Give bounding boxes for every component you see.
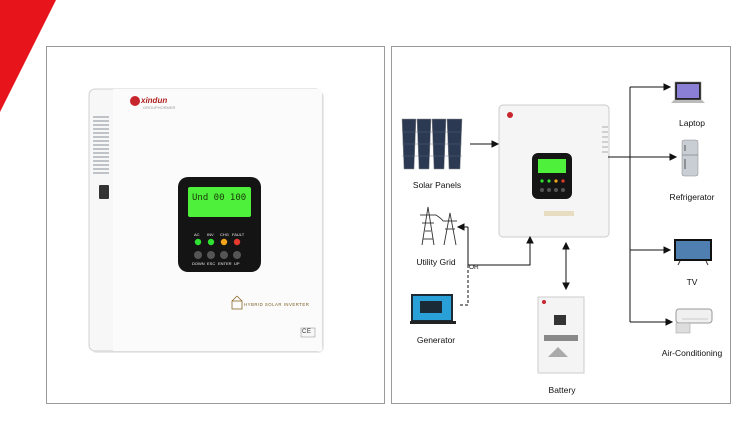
indicator-label-inv: INV: [207, 232, 214, 237]
inverter-icon: [498, 104, 610, 238]
solar-panels-icon: [401, 118, 463, 170]
generator-icon: [410, 294, 456, 324]
system-diagram-panel: Solar Panels Utility Grid OR Generator B…: [391, 46, 731, 404]
air-conditioning-icon: [675, 308, 713, 334]
label-laptop: Laptop: [679, 118, 705, 128]
laptop-icon: [671, 81, 705, 103]
product-photo-panel: xindun GROUPHORMER Und 00 100 AC INV CHG…: [46, 46, 385, 404]
diagram-graphics: [401, 81, 713, 374]
label-air-conditioning: Air-Conditioning: [661, 348, 723, 358]
inverter-illustration: [88, 88, 324, 353]
label-utility-grid: Utility Grid: [416, 257, 456, 267]
refrigerator-icon: [681, 139, 699, 177]
label-tv: TV: [686, 277, 698, 287]
tv-icon: [674, 239, 712, 266]
brand-logo: xindun: [141, 96, 168, 105]
button-label-esc: ESC: [207, 261, 216, 266]
indicator-label-ac: AC: [194, 232, 200, 237]
button-label-down: DOWN: [192, 261, 205, 266]
button-label-up: UP: [234, 261, 240, 266]
battery-icon: [537, 296, 585, 374]
label-generator: Generator: [416, 335, 456, 345]
label-refrigerator: Refrigerator: [669, 192, 715, 202]
indicator-label-chg: CHG: [220, 232, 229, 237]
utility-grid-icon: [420, 206, 457, 246]
label-solar-panels: Solar Panels: [412, 180, 462, 190]
label-battery: Battery: [548, 385, 576, 395]
brand-subtitle: GROUPHORMER: [143, 105, 176, 110]
label-or: OR: [469, 264, 479, 271]
indicator-label-fault: FAULT: [232, 232, 245, 237]
lcd-readout: Und 00 100: [192, 193, 247, 203]
button-label-enter: ENTER: [218, 261, 232, 266]
product-plate: HYBRID SOLAR INVERTER: [244, 302, 310, 307]
ce-mark: CE: [302, 329, 312, 335]
